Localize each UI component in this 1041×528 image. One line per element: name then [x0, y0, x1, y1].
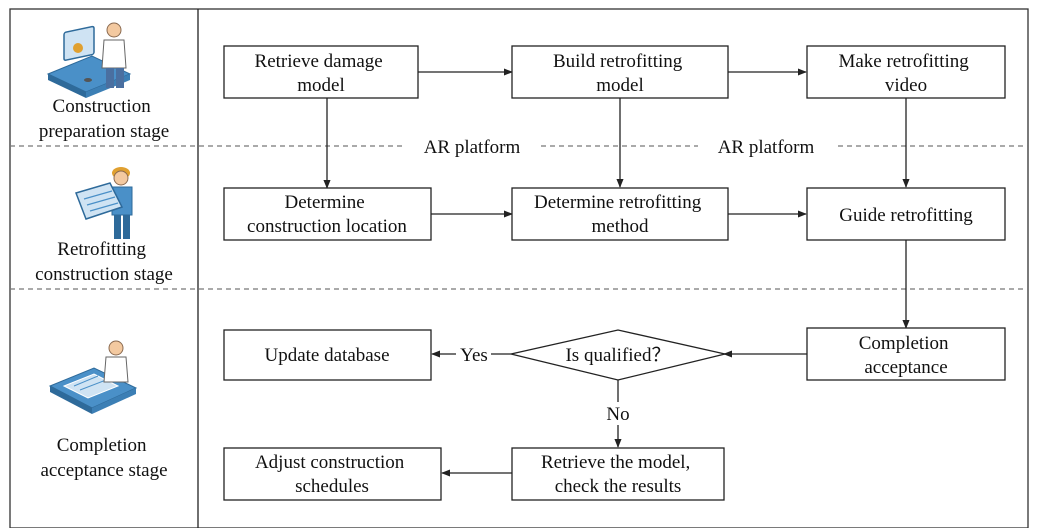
ar-platform-label-1: AR platform: [424, 137, 521, 158]
svg-text:Guide retrofitting: Guide retrofitting: [839, 205, 973, 226]
svg-text:Completion acceptance: Completion acceptance: [859, 333, 953, 378]
svg-text:Adjust construction sche: Adjust construction schedules: [255, 452, 409, 497]
inspector-at-desk-icon: [48, 340, 138, 414]
designer-at-desk-icon: [46, 22, 132, 98]
stage-label-construction-preparation: Construction preparation stage: [39, 96, 169, 142]
svg-text:Determine construction l: Determine construction location: [247, 192, 407, 237]
node-retrieve-damage-model: Retrieve damage model: [223, 45, 419, 99]
svg-text:Make retrofitting video: Make retrofitting video: [838, 51, 973, 96]
stage-label-completion-acceptance: Completion acceptance stage: [40, 435, 167, 481]
node-completion-acceptance: Completion acceptance: [806, 327, 1006, 381]
svg-text:Determine retrofitting m: Determine retrofitting method: [534, 192, 706, 237]
node-determine-retrofitting-method: Determine retrofitting method: [511, 187, 729, 241]
worker-with-blueprint-icon: [75, 167, 133, 239]
node-build-retrofitting-model: Build retrofitting model: [511, 45, 729, 99]
svg-text:Update database: Update database: [264, 345, 389, 366]
node-make-retrofitting-video: Make retrofitting video: [806, 45, 1006, 99]
node-guide-retrofitting: Guide retrofitting: [806, 187, 1006, 241]
edge-label-yes: Yes: [460, 345, 488, 366]
node-update-database: Update database: [223, 329, 432, 381]
node-is-qualified-decision: Is qualified？: [510, 329, 726, 381]
node-retrieve-model-check-results: Retrieve the model, check the results: [511, 447, 725, 501]
node-adjust-construction-schedules: Adjust construction schedules: [223, 447, 442, 501]
svg-text:Is qualified？: Is qualified？: [565, 345, 670, 366]
diagram-frame: [9, 8, 1029, 528]
svg-text:Retrieve the model, chec: Retrieve the model, check the results: [541, 452, 695, 497]
svg-text:Build retrofitting model: Build retrofitting model: [553, 51, 687, 96]
ar-platform-label-2: AR platform: [718, 137, 815, 158]
node-determine-construction-location: Determine construction location: [223, 187, 432, 241]
stage-label-retrofitting-construction: Retrofitting construction stage: [35, 239, 173, 285]
ar-platform-label-bg-2: [698, 131, 834, 161]
svg-text:Retrieve damage model: Retrieve damage model: [255, 51, 388, 96]
edge-label-no: No: [606, 404, 629, 425]
ar-platform-label-bg-1: [404, 131, 540, 161]
